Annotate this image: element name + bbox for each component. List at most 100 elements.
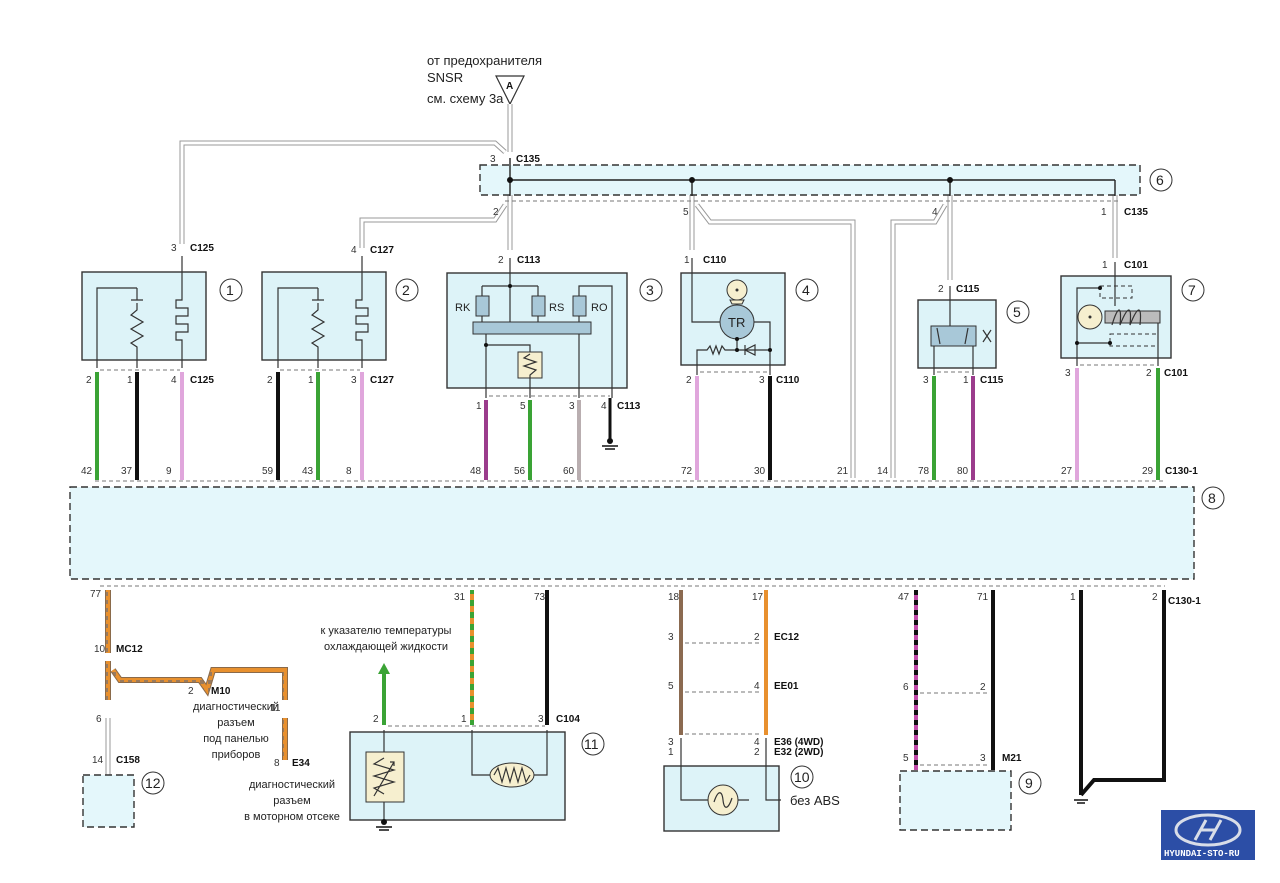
component-2-number: 2 [402, 282, 410, 298]
e34-description: диагностический разъем в моторном отсеке [244, 779, 340, 823]
ecu-pin-label: 59 [262, 466, 274, 477]
ecu-pin-label: 9 [166, 466, 172, 477]
hyundai-logo: HYUNDAI-STO-RU [1161, 810, 1255, 860]
pin-label: 3 [1065, 368, 1071, 379]
connector-label-c101: C101 [1164, 368, 1188, 379]
ecu-pin-label: 78 [918, 466, 930, 477]
pin-label: 2 [938, 284, 944, 295]
component-1-number: 1 [226, 282, 234, 298]
connector-label-c135: C135 [1124, 207, 1148, 218]
feed-text-line1: от предохранителя [427, 53, 542, 68]
ecu-pin-label: 37 [121, 466, 133, 477]
m10-desc-line: диагностический [193, 701, 279, 713]
white-wires [179, 104, 1118, 478]
component-1: 1 [81, 256, 243, 368]
component-5: 5 [917, 286, 1030, 375]
component-10-speed-sensor: 10 без ABS [663, 738, 840, 832]
pin-label: 4 [754, 681, 760, 692]
ecu-pin-label: 48 [470, 466, 482, 477]
component-5-number: 5 [1013, 304, 1021, 320]
connector-label-c110: C110 [703, 255, 727, 266]
component-12: 12 [82, 771, 165, 828]
no-abs-label: без ABS [790, 793, 840, 808]
pin-label: 6 [96, 714, 102, 725]
pin-label: 2 [1152, 592, 1158, 603]
connector-label-m21: M21 [1002, 753, 1022, 764]
ecu-pin-label: 56 [514, 466, 526, 477]
component-12-number: 12 [145, 775, 161, 791]
ecu-pin-label: 30 [754, 466, 766, 477]
connector-marker-a: A [495, 75, 525, 106]
ecu-pin-label: 42 [81, 466, 93, 477]
resistor-rk-label: RK [455, 302, 471, 314]
pin-label: 2 [86, 375, 92, 386]
pin-label: 3 [171, 243, 177, 254]
pin-label: 3 [980, 753, 986, 764]
fuse-feed-label: от предохранителя SNSR см. схему 3а [427, 53, 542, 106]
pin-label: 1 [684, 255, 690, 266]
pin-label: 2 [686, 375, 692, 386]
connector-label-c158: C158 [116, 755, 140, 766]
pin-label: 5 [683, 207, 689, 218]
pin-label: 4 [601, 401, 607, 412]
feed-text-line2: SNSR [427, 70, 463, 85]
component-7-number: 7 [1188, 282, 1196, 298]
ecu-pin-label: 27 [1061, 466, 1073, 477]
connector-label-c110: C110 [776, 375, 800, 386]
connector-label-c125: C125 [190, 375, 214, 386]
pin-label: 3 [351, 375, 357, 386]
pin-label: 1 [1070, 592, 1076, 603]
ecu-pin-label: 29 [1142, 466, 1154, 477]
pin-label: 3 [569, 401, 575, 412]
pin-label: 1 [1101, 207, 1107, 218]
pin-label: 18 [668, 592, 680, 603]
ecu-pin-label: 72 [681, 466, 693, 477]
pin-label: 4 [754, 737, 760, 748]
diagnostic-k-line [105, 590, 288, 775]
pin-label: 71 [977, 592, 989, 603]
component-3: RK RS RO 3 [446, 258, 663, 398]
tr-label: TR [728, 315, 745, 330]
feed-text-line3: см. схему 3а [427, 91, 504, 106]
component-11-number: 11 [584, 736, 599, 752]
pin-label: 11 [270, 703, 281, 714]
pin-label: 1 [1102, 260, 1108, 271]
component-6-number: 6 [1156, 172, 1164, 188]
pin-label: 5 [668, 681, 674, 692]
pin-label: 31 [454, 592, 466, 603]
connector-label-mc12: MC12 [116, 644, 143, 655]
pin-label: 1 [668, 747, 674, 758]
pin-label: 14 [92, 755, 104, 766]
connector-label-e34: E34 [292, 758, 310, 769]
pin-label: 4 [932, 207, 938, 218]
pin-label: 2 [754, 632, 760, 643]
pin-label: 5 [520, 401, 526, 412]
component-9-number: 9 [1025, 775, 1033, 791]
pin-label: 10 [94, 644, 106, 655]
pin-label: 5 [903, 753, 909, 764]
pin-label: 2 [498, 255, 504, 266]
pin-label: 2 [493, 207, 499, 218]
connector-label-ec12: EC12 [774, 632, 799, 643]
pin-label: 1 [963, 375, 969, 386]
pin-label: 6 [903, 682, 909, 693]
coolant-note-line1: к указателю температуры [321, 625, 452, 637]
pin-label: 3 [668, 737, 674, 748]
component-8-number: 8 [1208, 490, 1216, 506]
connector-label-c130-1-bottom: C130-1 [1168, 596, 1201, 607]
pin-label: 1 [476, 401, 482, 412]
component-4: TR 4 [680, 258, 819, 375]
pin-label: 1 [127, 375, 133, 386]
component-8-ecu: 8 [69, 480, 1225, 587]
component-3-number: 3 [646, 282, 654, 298]
logo-text: HYUNDAI-STO-RU [1164, 849, 1240, 859]
component-7: 7 [1060, 262, 1205, 366]
arrow-up-icon [378, 663, 390, 725]
component-4-number: 4 [802, 282, 810, 298]
connector-label-e32: E32 (2WD) [774, 747, 823, 758]
ecu-pin-label: 60 [563, 466, 575, 477]
pin-label: 2 [754, 747, 760, 758]
pin-label: 17 [752, 592, 764, 603]
ground-wires [1074, 590, 1166, 804]
